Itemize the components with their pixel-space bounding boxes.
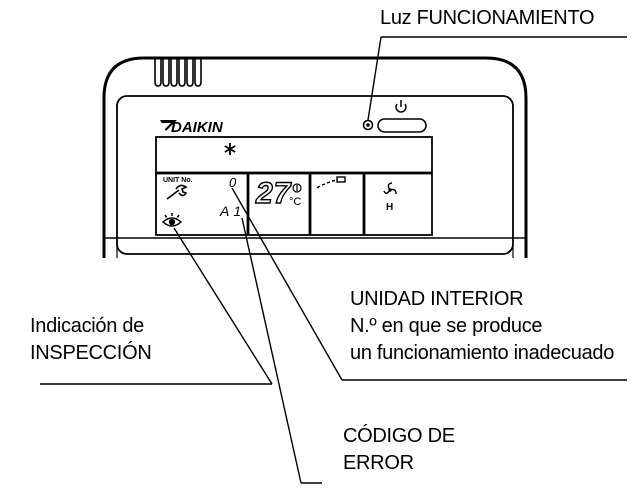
callout-inspeccion-leader	[40, 227, 273, 385]
callout-luz-funcionamiento: Luz FUNCIONAMIENTO	[380, 7, 595, 29]
brand-logo-text: DAIKIN	[171, 119, 224, 136]
cover-ridges	[154, 58, 202, 87]
fan-icon	[383, 182, 397, 195]
unit-number-display: 0	[229, 175, 237, 190]
controller-body	[102, 56, 528, 258]
wrench-icon	[166, 184, 188, 200]
callout-codigo-error-line2: ERROR	[343, 452, 414, 474]
operation-lamp-icon	[362, 119, 374, 131]
error-code-display: A1	[219, 203, 245, 219]
daikin-logo: DAIKIN	[160, 119, 224, 136]
temperature-unit: °C	[289, 196, 301, 208]
inspection-eye-icon	[161, 213, 183, 227]
temperature-display: 27	[255, 177, 292, 210]
unit-number-label: UNIT No.	[163, 177, 193, 184]
callout-unidad-interior-line1: UNIDAD INTERIOR	[350, 288, 524, 310]
callout-codigo-error-leader	[241, 217, 322, 484]
airflow-flap-icon	[316, 176, 346, 189]
callout-unidad-interior-line3: un funcionamiento inadecuado	[350, 342, 615, 364]
lcd-panel	[155, 136, 433, 236]
callout-inspeccion-line1: Indicación de	[30, 315, 144, 337]
callout-codigo-error-line1: CÓDIGO DE	[343, 425, 455, 447]
power-icon	[395, 100, 407, 113]
callout-unidad-interior-leader	[231, 187, 627, 381]
fan-speed-display: H	[386, 202, 393, 213]
callout-luz-funcionamiento-leader	[367, 36, 627, 121]
callout-inspeccion-line2: INSPECCIÓN	[30, 342, 152, 364]
snowflake-icon	[224, 143, 236, 155]
setpoint-icon	[292, 183, 302, 193]
power-button[interactable]	[377, 118, 427, 133]
callout-unidad-interior-line2: N.º en que se produce	[350, 315, 543, 337]
